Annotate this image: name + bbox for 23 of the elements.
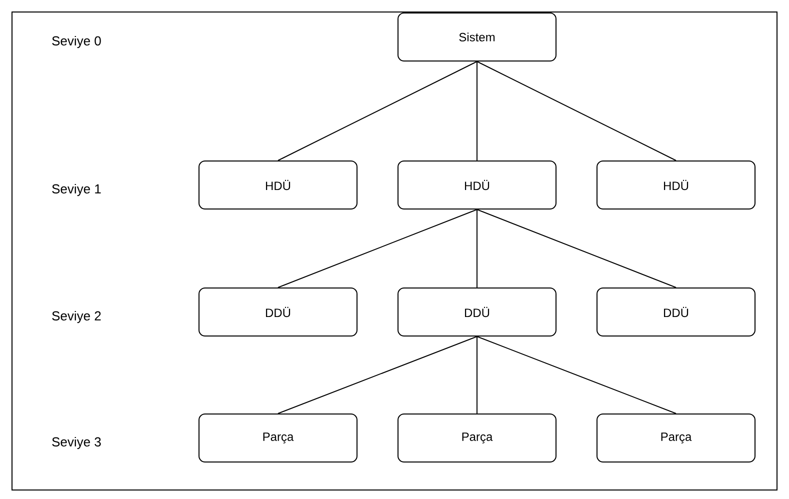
node-box: DDÜ bbox=[398, 288, 556, 336]
level-label: Seviye 1 bbox=[52, 184, 101, 196]
node-box: Sistem bbox=[398, 12, 556, 62]
connector-line bbox=[476, 209, 478, 288]
connector-line bbox=[476, 61, 676, 161]
node-box: Parça bbox=[596, 414, 756, 462]
connector-line bbox=[278, 61, 478, 161]
connector-line bbox=[476, 209, 676, 288]
connector-line bbox=[278, 209, 478, 288]
node-box: DDÜ bbox=[596, 288, 756, 336]
node-box: HDÜ bbox=[398, 160, 556, 210]
level-label: Seviye 0 bbox=[52, 36, 101, 48]
connector-line bbox=[476, 61, 478, 161]
connector-line bbox=[278, 336, 478, 414]
node-box: Parça bbox=[198, 414, 358, 462]
node-box: Parça bbox=[398, 414, 556, 462]
level-label: Seviye 2 bbox=[52, 310, 101, 324]
node-box: HDÜ bbox=[596, 160, 756, 210]
connector-line bbox=[476, 336, 676, 414]
level-label: Seviye 3 bbox=[52, 436, 101, 450]
node-box: DDÜ bbox=[198, 288, 358, 336]
node-box: HDÜ bbox=[198, 160, 358, 210]
connector-line bbox=[476, 336, 478, 414]
